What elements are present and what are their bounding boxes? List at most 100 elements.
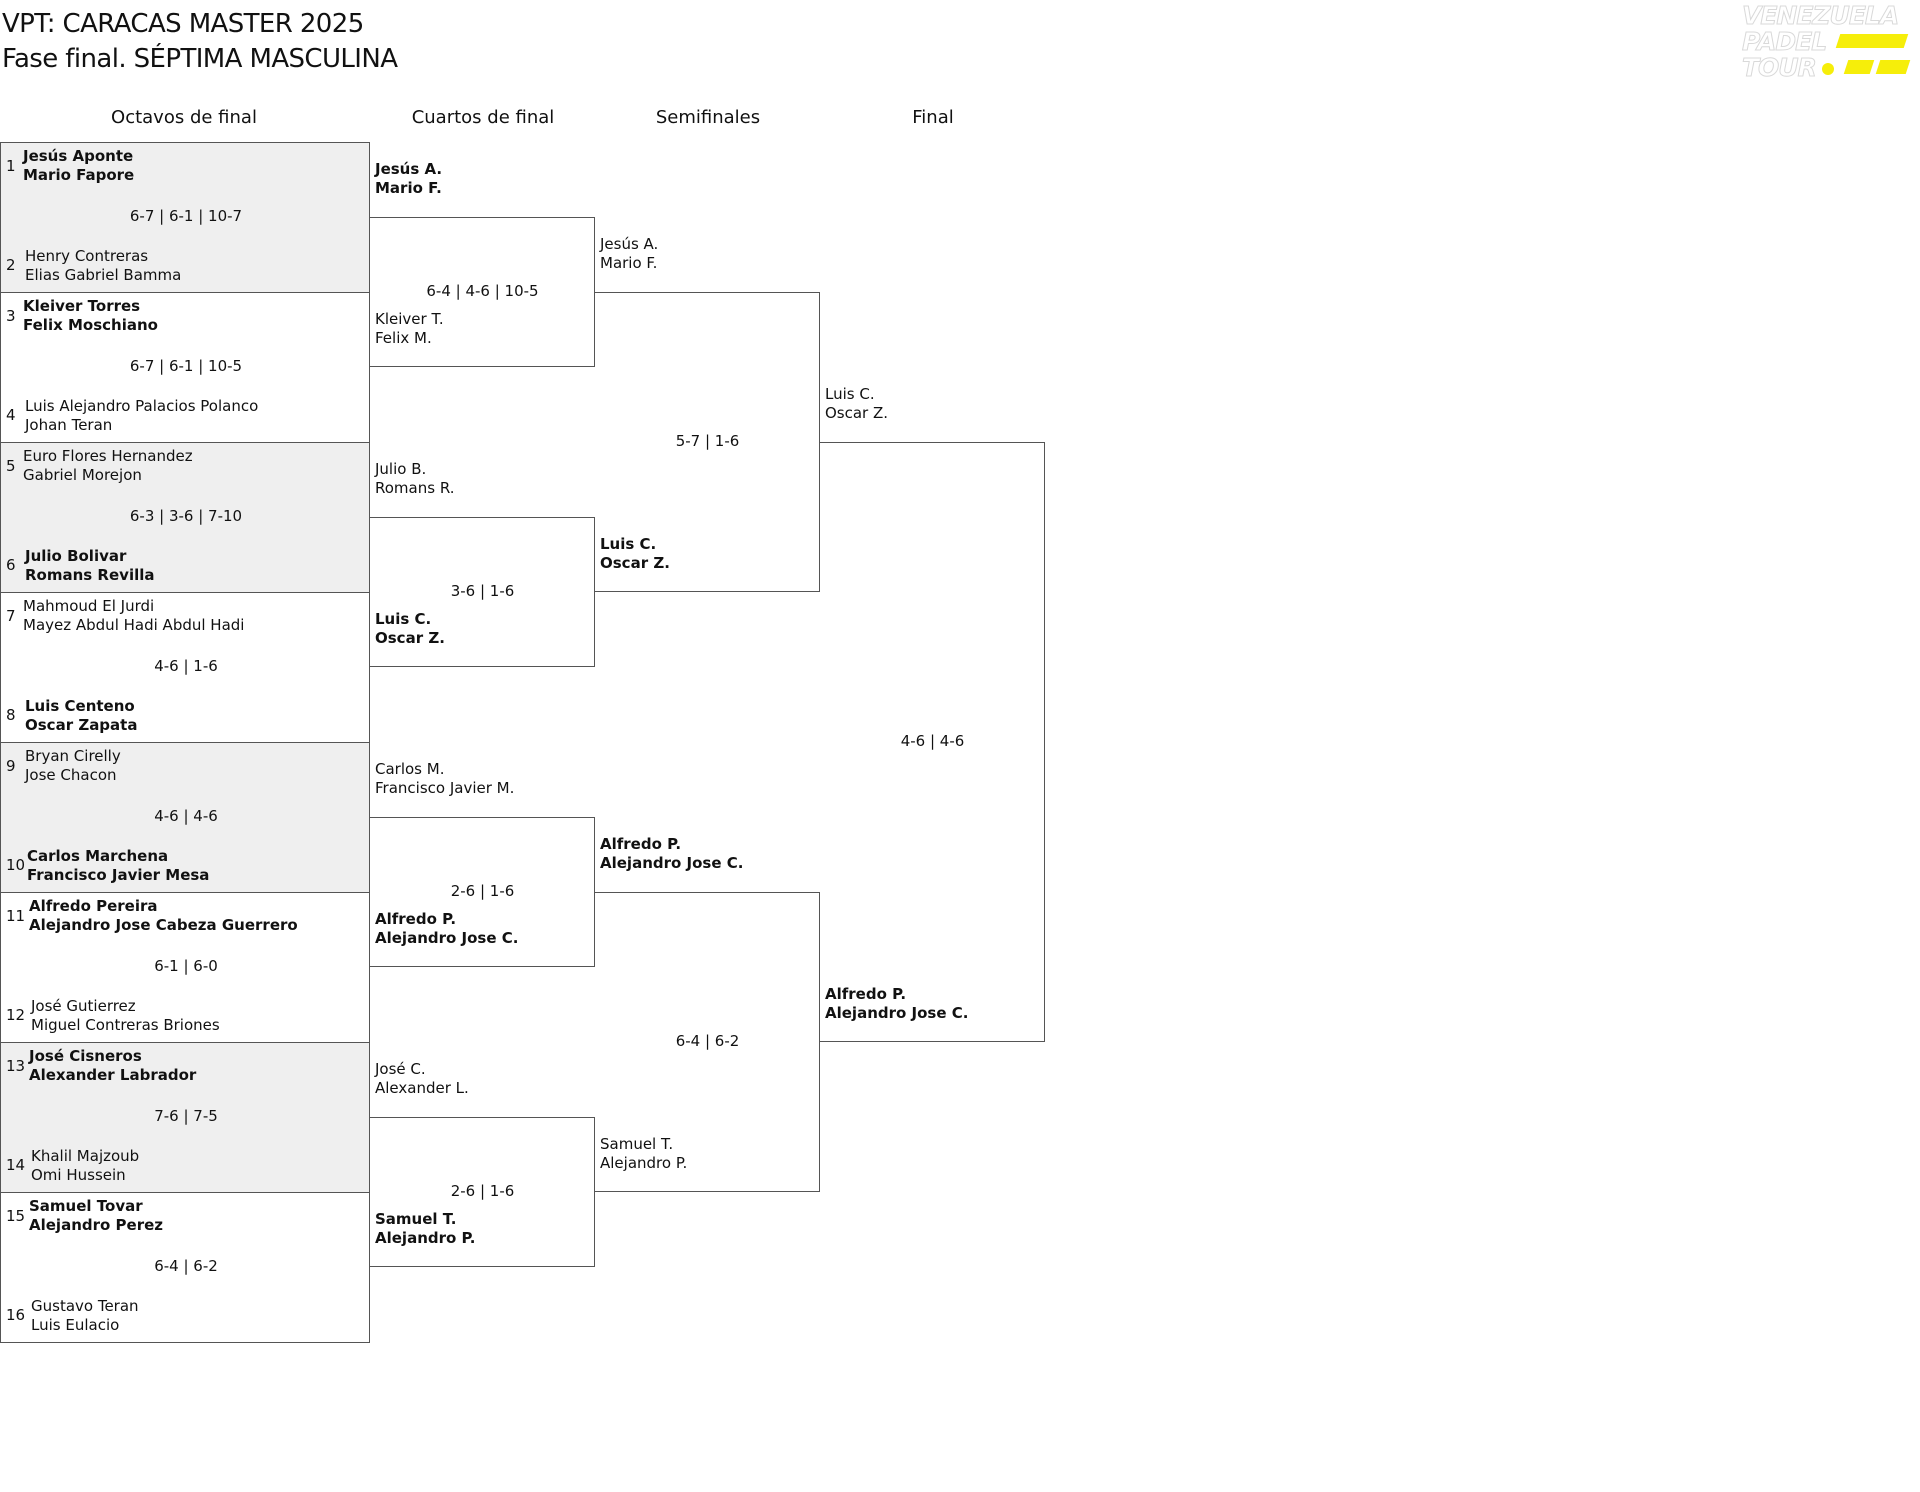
player-name: Alfredo P. — [600, 835, 682, 853]
team-top: Carlos M.Francisco Javier M. — [375, 760, 514, 798]
player-name: Alexander L. — [375, 1079, 469, 1097]
player-name: Jesús A. — [600, 235, 659, 253]
player-name: Mario F. — [600, 254, 658, 272]
player-name: Oscar Z. — [375, 629, 445, 647]
player-name: José C. — [375, 1060, 426, 1078]
player-name: José Gutierrez — [31, 997, 136, 1015]
player-name: Bryan Cirelly — [25, 747, 121, 765]
logo-word-1: VENEZUELA — [1742, 1, 1900, 30]
player-name: Alexander Labrador — [29, 1066, 197, 1084]
player-name: Felix M. — [375, 329, 432, 347]
match-final — [820, 442, 1045, 1042]
player-name: Luis Alejandro Palacios Polanco — [25, 397, 259, 415]
match-score: 6-7 | 6-1 | 10-5 — [129, 357, 243, 375]
team-bottom: Alfredo P.Alejandro Jose C. — [825, 985, 968, 1023]
match-score: 6-4 | 4-6 | 10-5 — [426, 282, 539, 300]
player-name: Henry Contreras — [25, 247, 149, 265]
logo-word-2: PADEL — [1742, 27, 1828, 56]
round-header-final: Final — [912, 107, 954, 128]
seed-number: 7 — [6, 607, 16, 625]
team-top: Jesús A.Mario F. — [375, 160, 442, 198]
player-name: Francisco Javier Mesa — [27, 866, 210, 884]
team-top: Julio B.Romans R. — [375, 460, 454, 498]
seed-number: 8 — [6, 706, 16, 724]
match-score: 7-6 | 7-5 — [154, 1107, 218, 1125]
team-bottom: Luis C.Oscar Z. — [375, 610, 445, 648]
seed-number: 11 — [6, 907, 26, 925]
seed-number: 16 — [6, 1306, 26, 1324]
player-name: Jesús A. — [375, 160, 443, 178]
player-name: Luis Eulacio — [31, 1316, 120, 1334]
match-score: 6-1 | 6-0 — [154, 957, 218, 975]
player-name: Oscar Z. — [825, 404, 889, 422]
player-name: Jose Chacon — [25, 766, 117, 784]
match-cuartos-4 — [370, 1117, 595, 1267]
team-bottom: Luis C.Oscar Z. — [600, 535, 670, 573]
player-name: Luis Centeno — [25, 697, 135, 715]
player-name: Carlos Marchena — [27, 847, 169, 865]
player-name: Romans Revilla — [25, 566, 155, 584]
team-top: Luis C.Oscar Z. — [825, 385, 888, 423]
player-name: Carlos M. — [375, 760, 445, 778]
match-score: 6-3 | 3-6 | 7-10 — [129, 507, 243, 525]
player-name: Mayez Abdul Hadi Abdul Hadi — [23, 616, 245, 634]
player-name: Kleiver Torres — [23, 297, 141, 315]
round-header-semifinales: Semifinales — [655, 107, 761, 128]
match-score: 4-6 | 4-6 — [900, 732, 965, 750]
logo-bar-top — [1835, 34, 1909, 48]
team-bottom: Samuel T.Alejandro P. — [600, 1135, 687, 1173]
player-name: Luis C. — [375, 610, 432, 628]
player-name: José Cisneros — [29, 1047, 142, 1065]
round-header-octavos: Octavos de final — [111, 107, 257, 128]
seed-number: 15 — [6, 1207, 26, 1225]
seed-number: 2 — [6, 256, 16, 274]
seed-number: 4 — [6, 406, 16, 424]
match-semifinal-2 — [595, 892, 820, 1192]
match-score: 3-6 | 1-6 — [450, 582, 515, 600]
player-name: Samuel T. — [600, 1135, 674, 1153]
match-score: 6-7 | 6-1 | 10-7 — [129, 207, 243, 225]
player-name: Alejandro Jose C. — [825, 1004, 969, 1022]
match-score: 6-4 | 6-2 — [675, 1032, 740, 1050]
team-bottom: Kleiver T.Felix M. — [375, 310, 444, 348]
match-score: 2-6 | 1-6 — [450, 882, 515, 900]
player-name: Samuel Tovar — [29, 1197, 143, 1215]
player-name: Omi Hussein — [31, 1166, 126, 1184]
player-name: Mario F. — [375, 179, 442, 197]
player-name: Euro Flores Hernandez — [23, 447, 193, 465]
seed-number: 5 — [6, 457, 16, 475]
player-name: Elias Gabriel Bamma — [25, 266, 182, 284]
player-name: Felix Moschiano — [23, 316, 158, 334]
page-subtitle: Fase final. SÉPTIMA MASCULINA — [2, 44, 398, 74]
player-name: Gustavo Teran — [31, 1297, 139, 1315]
seed-number: 6 — [6, 556, 16, 574]
team-top: José C.Alexander L. — [375, 1060, 469, 1098]
player-name: Oscar Z. — [600, 554, 670, 572]
player-name: Alfredo P. — [825, 985, 907, 1003]
player-name: Alejandro Jose Cabeza Guerrero — [29, 916, 298, 934]
seed-number: 10 — [6, 856, 26, 874]
player-name: Francisco Javier M. — [375, 779, 515, 797]
seed-number: 3 — [6, 307, 16, 325]
match-semifinal-1 — [595, 292, 820, 592]
player-name: Alejandro Perez — [29, 1216, 163, 1234]
seed-number: 14 — [6, 1156, 26, 1174]
